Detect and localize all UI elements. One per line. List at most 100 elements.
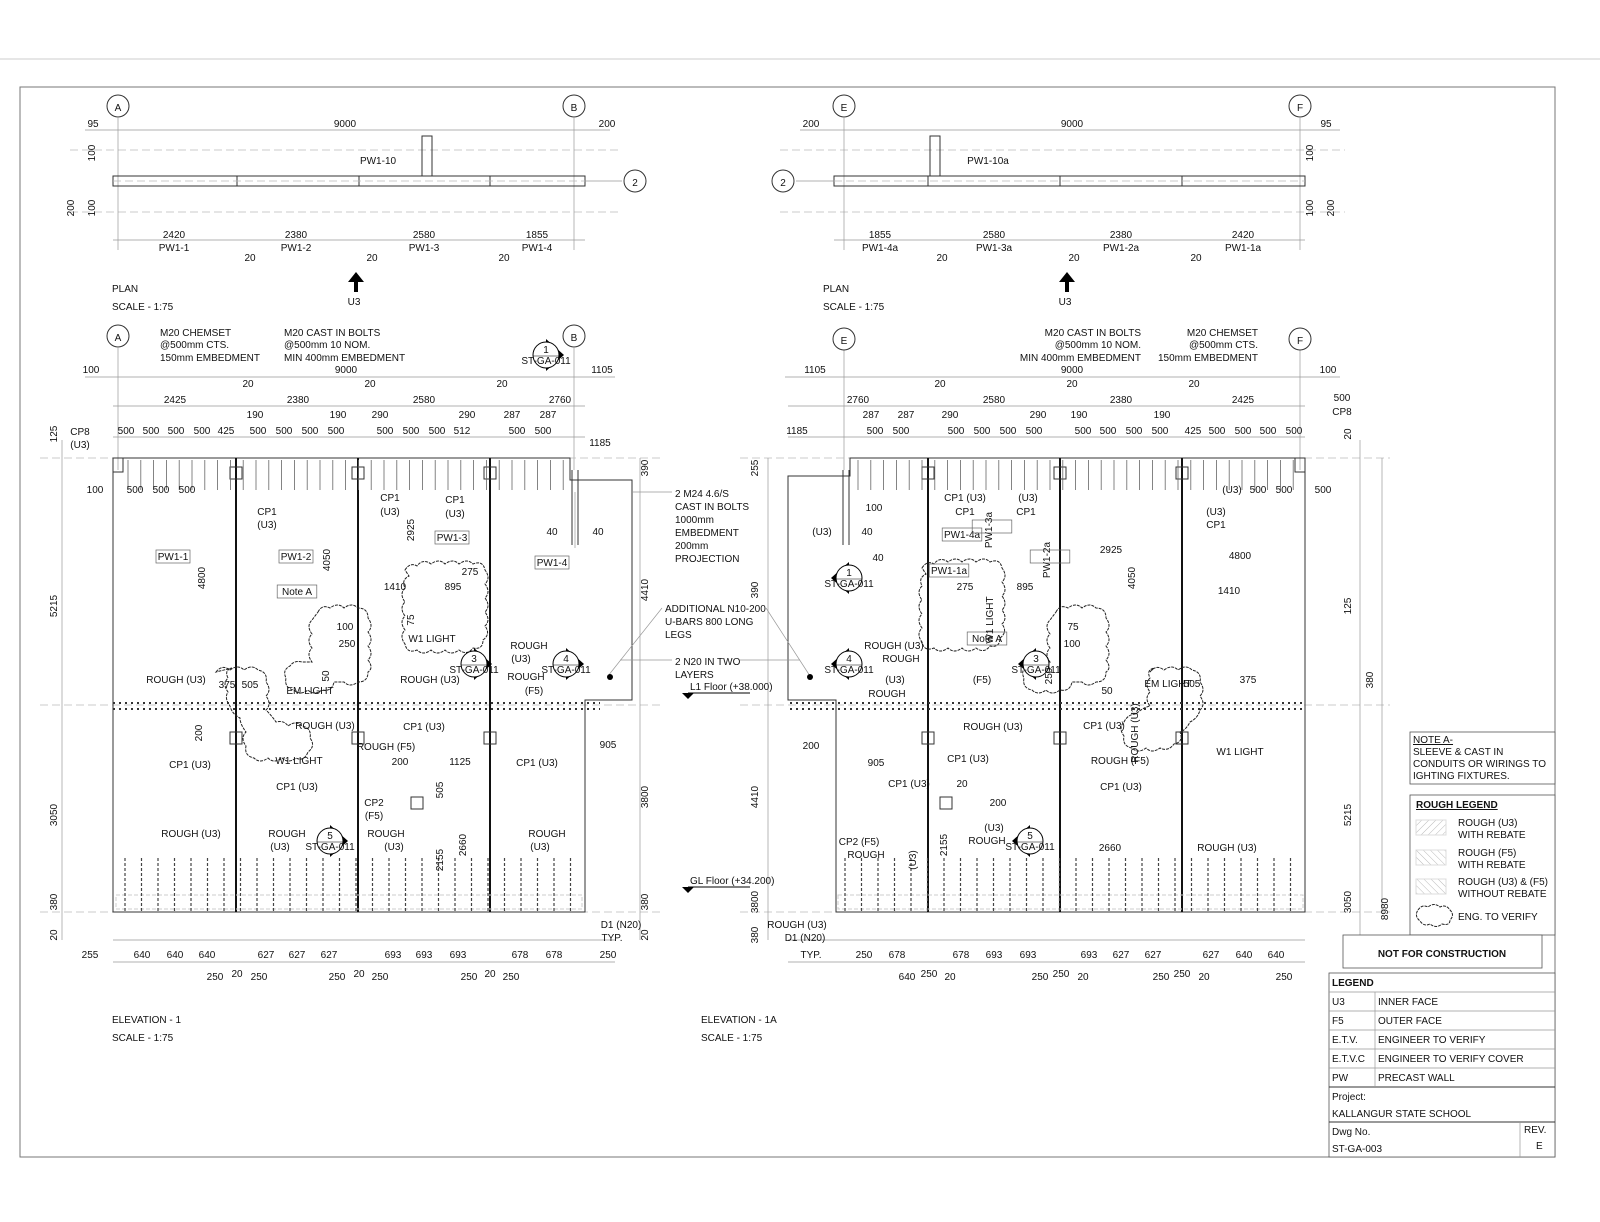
svg-text:PW: PW xyxy=(1332,1073,1349,1084)
elevation-1-label: 1105 xyxy=(591,365,613,376)
elevation-1-label: 150mm EMBEDMENT xyxy=(160,353,260,364)
tag-box xyxy=(434,530,470,545)
elevation-1-label: 20 xyxy=(496,379,508,390)
elevation-1a-label: 200 xyxy=(990,798,1007,809)
elevation-1-label: Note A xyxy=(282,587,312,598)
elevation-1a-label: 500 xyxy=(948,426,965,437)
svg-text:ENG. TO VERIFY: ENG. TO VERIFY xyxy=(1458,912,1538,923)
elevation-1a-label: 425 xyxy=(1185,426,1202,437)
elevation-1-label: 500 xyxy=(328,426,345,437)
elevation-1-label: 200 xyxy=(194,724,205,741)
elevation-1-label: 250 xyxy=(207,972,224,983)
section-marker[interactable]: 3ST-GA-011 xyxy=(1011,648,1061,680)
elevation-1a-label: 500 xyxy=(1250,485,1267,496)
svg-text:WITH REBATE: WITH REBATE xyxy=(1458,830,1526,841)
svg-text:WITH REBATE: WITH REBATE xyxy=(1458,860,1526,871)
elevation-1-label: CP2 xyxy=(364,798,384,809)
elevation-1-label: 390 xyxy=(640,459,651,476)
elevation-1a-label: 2925 xyxy=(1100,545,1123,556)
elevation-1-label: 250 xyxy=(503,972,520,983)
plan-left-label: PW1-3 xyxy=(409,243,440,254)
elevation-1-label: MIN 400mm EMBEDMENT xyxy=(284,353,405,364)
elevation-1a-label: TYP. xyxy=(801,950,822,961)
section-marker[interactable]: 4ST-GA-011 xyxy=(541,648,591,680)
tag-box xyxy=(941,527,983,542)
note-line: CAST IN BOLTS xyxy=(675,502,749,513)
section-marker[interactable]: 1ST-GA-011 xyxy=(521,339,571,371)
plan-left-label: 100 xyxy=(87,199,98,216)
section-marker[interactable]: 5ST-GA-011 xyxy=(1005,825,1055,857)
plan-left-label: 2580 xyxy=(413,230,436,241)
elevation-1-label: 380 xyxy=(640,893,651,910)
elevation-1a-label: 50 xyxy=(1101,686,1113,697)
dwg-label: Dwg No. xyxy=(1332,1127,1370,1138)
plan-left-label: 200 xyxy=(599,119,616,130)
plan-right-label: PW1-3a xyxy=(976,243,1013,254)
elevation-1-label: 2155 xyxy=(435,848,446,871)
svg-text:ST-GA-011: ST-GA-011 xyxy=(1011,665,1061,676)
elevation-1-label: 4410 xyxy=(640,578,651,601)
elevation-1a-label: 500 xyxy=(867,426,884,437)
elevation-1a-label: 150mm EMBEDMENT xyxy=(1158,353,1258,364)
rev-label: REV. xyxy=(1524,1125,1546,1136)
elevation-1-label: 20 xyxy=(231,969,243,980)
elevation-1a-label: 500 xyxy=(1152,426,1169,437)
elevation-1-label: 500 xyxy=(377,426,394,437)
plan-right-scale: SCALE - 1:75 xyxy=(823,302,885,313)
section-marker[interactable]: 4ST-GA-011 xyxy=(824,648,874,680)
elevation-1a-label: 287 xyxy=(863,410,880,421)
note-a-line: IGHTING FIXTURES. xyxy=(1413,771,1510,782)
section-marker[interactable]: 5ST-GA-011 xyxy=(305,825,355,857)
elevation-1-label: 2580 xyxy=(413,395,436,406)
elevation-1a-label: 1410 xyxy=(1218,586,1241,597)
l1-floor-level: L1 Floor (+38.000) xyxy=(690,682,773,693)
plan-left-label: 200 xyxy=(66,199,77,216)
elevation-1-label: CP1 (U3) xyxy=(169,760,211,771)
elevation-1a-label: 9000 xyxy=(1061,365,1084,376)
elevation-1a-label: (U3) xyxy=(1018,493,1037,504)
elevation-1a-label: 895 xyxy=(1017,582,1034,593)
elevation-1a-label: 275 xyxy=(957,582,974,593)
elevation-1-label: (U3) xyxy=(380,507,399,518)
plan-left xyxy=(70,118,622,292)
note-line: LAYERS xyxy=(675,670,714,681)
svg-text:INNER FACE: INNER FACE xyxy=(1378,997,1438,1008)
legend-title: LEGEND xyxy=(1332,978,1374,989)
elevation-1-label: ROUGH (U3) xyxy=(295,721,354,732)
elevation-1a-label: 20 xyxy=(934,379,946,390)
elevation-1-label: (U3) xyxy=(384,842,403,853)
plan-right-label: 100 xyxy=(1305,144,1316,161)
elevation-1-label: EM LIGHT xyxy=(286,686,333,697)
elevation-1-label: ROUGH xyxy=(367,829,404,840)
section-marker[interactable]: 3ST-GA-011 xyxy=(449,648,499,680)
elevation-1-label: CP1 (U3) xyxy=(403,722,445,733)
gl-floor-level: GL Floor (+34.200) xyxy=(690,876,774,887)
elevation-1a-label: 20 xyxy=(956,779,968,790)
elevation-1-label: 20 xyxy=(484,969,496,980)
note-line: ADDITIONAL N10-200 xyxy=(665,604,766,615)
elevation-1a-label: CP2 (F5) xyxy=(839,837,880,848)
note-a-line: SLEEVE & CAST IN xyxy=(1413,747,1503,758)
note-line: LEGS xyxy=(665,630,692,641)
grid-label: F xyxy=(1297,103,1303,114)
elevation-1-label: (U3) xyxy=(270,842,289,853)
plan-left-label: 1855 xyxy=(526,230,549,241)
elevation-1a-label: ROUGH xyxy=(968,836,1005,847)
rough-legend: ROUGH LEGEND ROUGH (U3)WITH REBATE ROUGH… xyxy=(1409,794,1556,936)
grid-label: E xyxy=(841,336,848,347)
elevation-1-label: 3800 xyxy=(640,785,651,808)
section-marker[interactable]: 1ST-GA-011 xyxy=(824,562,874,594)
elevation-1a-label: 250 xyxy=(921,969,938,980)
elevation-1a-label: 4410 xyxy=(750,785,761,808)
elevation-1a-label: ROUGH (F5) xyxy=(1091,756,1149,767)
tag-box xyxy=(155,549,191,564)
elevation-1-label: 627 xyxy=(289,950,306,961)
elevation-1a-label: 678 xyxy=(953,950,970,961)
svg-text:ROUGH (U3): ROUGH (U3) xyxy=(1458,818,1517,829)
elevation-1-label: 500 xyxy=(250,426,267,437)
elevation-1-label: 40 xyxy=(546,527,558,538)
elevation-1-label: CP1 xyxy=(380,493,400,504)
elevation-1-label: 2380 xyxy=(287,395,310,406)
elevation-1a-label: 380 xyxy=(1365,671,1376,688)
